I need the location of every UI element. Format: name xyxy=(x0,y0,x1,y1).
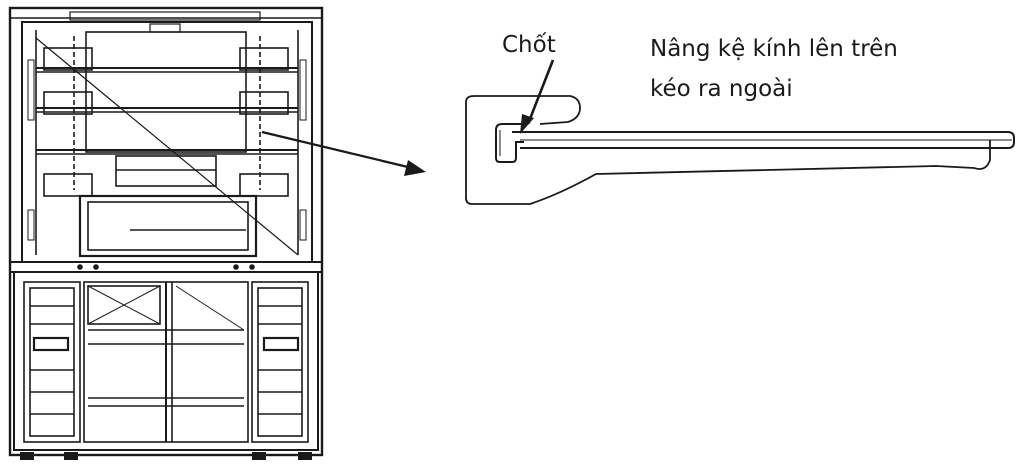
feet xyxy=(20,452,312,460)
shelf-detail xyxy=(465,95,1015,205)
latch-hook xyxy=(495,123,528,163)
hinge-band xyxy=(9,261,323,273)
lower-compartment xyxy=(13,271,319,451)
instruction-line-2: kéo ra ngoài xyxy=(650,76,793,102)
glass-shelf xyxy=(512,131,1015,149)
upper-compartment xyxy=(21,21,313,263)
instruction-line-1: Nâng kệ kính lên trên xyxy=(650,36,898,62)
latch-pointer xyxy=(520,59,555,134)
refrigerator-illustration xyxy=(8,6,324,460)
callout-arrow xyxy=(261,130,426,176)
shelf-bracket xyxy=(465,95,991,205)
latch-label: Chốt xyxy=(502,32,556,58)
